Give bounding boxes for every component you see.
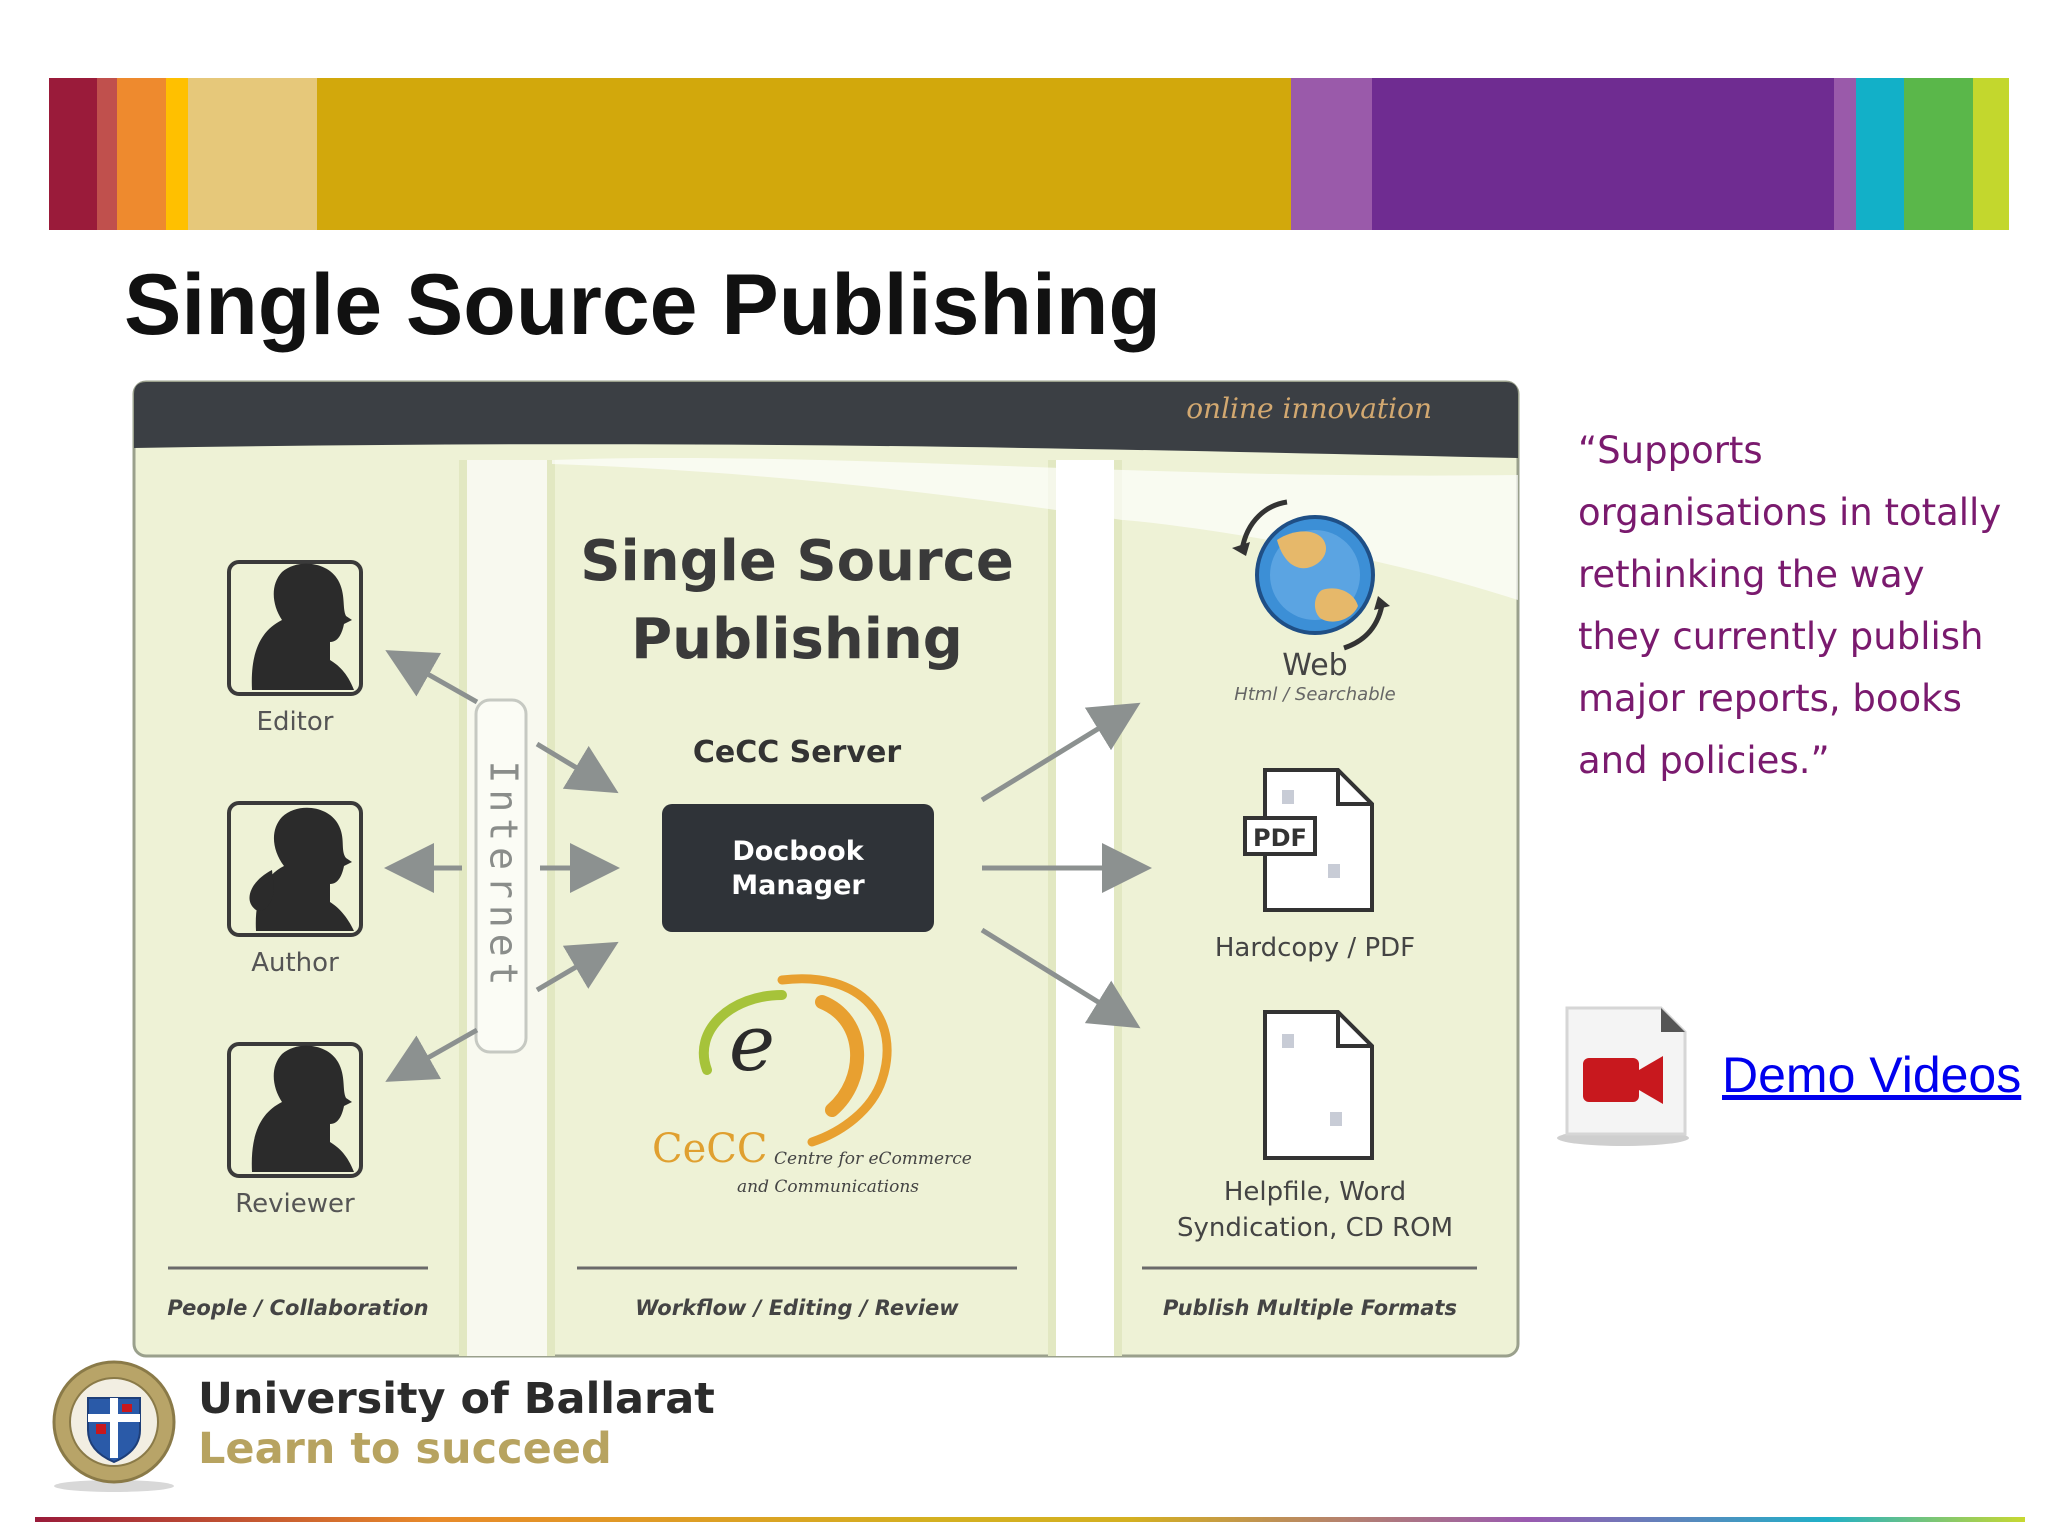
stripe-segment <box>188 78 318 230</box>
column-label-right: Publish Multiple Formats <box>1163 1296 1457 1320</box>
university-name: University of Ballarat <box>198 1374 715 1424</box>
cecc-subtitle-line2: and Communications <box>737 1177 919 1197</box>
diagram-banner <box>134 382 1518 458</box>
person-label-author: Author <box>251 948 339 978</box>
output-web-label: Web <box>1282 648 1347 683</box>
stripe-segment <box>1903 78 1974 230</box>
demo-videos-row[interactable]: Demo Videos <box>1553 1000 2033 1150</box>
pdf-badge-text: PDF <box>1253 824 1307 852</box>
color-stripe-banner <box>49 78 2010 230</box>
editor-silhouette-icon <box>227 560 363 696</box>
separator <box>1114 460 1122 1356</box>
column-label-left: People / Collaboration <box>167 1296 428 1320</box>
arrow-to-editor <box>385 650 479 705</box>
stripe-segment <box>1834 78 1857 230</box>
pdf-document-icon <box>1263 768 1374 912</box>
diagram-canvas: online innovation Single Source Publishi… <box>132 380 1520 1358</box>
server-label: CeCC Server <box>693 735 901 770</box>
stripe-segment <box>1290 78 1373 230</box>
single-source-diagram: online innovation Single Source Publishi… <box>132 380 1520 1360</box>
arrow-from-reviewer <box>535 941 619 993</box>
helpfile-document-icon <box>1263 1010 1374 1160</box>
quote-text: “Supports organisations in totally rethi… <box>1578 429 2002 782</box>
author-silhouette-icon <box>227 801 363 937</box>
cecc-logo-letter: e <box>729 999 775 1089</box>
arrow-to-web <box>980 702 1141 803</box>
column-label-middle: Workflow / Editing / Review <box>635 1296 959 1320</box>
stripe-segment <box>166 78 189 230</box>
demo-videos-link[interactable]: Demo Videos <box>1722 1047 2022 1103</box>
university-tagline: Learn to succeed <box>198 1424 612 1474</box>
output-help-line1: Helpfile, Word <box>1224 1177 1406 1207</box>
output-pdf-label: Hardcopy / PDF <box>1215 933 1415 963</box>
manager-line2: Manager <box>731 870 865 901</box>
separator <box>459 460 467 1356</box>
person-label-editor: Editor <box>257 707 334 737</box>
slide-title: Single Source Publishing <box>124 257 1161 353</box>
pdf-badge: PDF <box>1243 816 1317 856</box>
footer-color-line <box>35 1517 2025 1522</box>
cecc-logo: e <box>698 974 892 1147</box>
stripe-segment <box>96 78 117 230</box>
stripe-segment <box>1856 78 1904 230</box>
separator <box>547 460 555 1356</box>
output-help-line2: Syndication, CD ROM <box>1177 1213 1453 1243</box>
video-file-icon[interactable] <box>1553 1000 1693 1150</box>
stripe-segment <box>49 78 97 230</box>
manager-line1: Docbook <box>732 836 864 867</box>
diagram-heading-line2: Publishing <box>631 607 963 672</box>
diagram-heading-line1: Single Source <box>580 529 1014 594</box>
cecc-logo-name: CeCC <box>652 1126 768 1172</box>
banner-text: online innovation <box>1186 392 1432 425</box>
university-seal-logo <box>52 1360 176 1492</box>
stripe-segment <box>116 78 167 230</box>
stripe-segment <box>317 78 1291 230</box>
person-label-reviewer: Reviewer <box>235 1189 355 1219</box>
swoosh <box>552 457 1518 600</box>
arrow-from-editor <box>535 741 619 794</box>
output-web-sub: Html / Searchable <box>1234 684 1395 705</box>
docbook-manager-box <box>662 804 934 932</box>
internet-pill <box>474 698 528 1054</box>
arrow-to-helpfile <box>980 927 1141 1029</box>
stripe-segment <box>1372 78 1835 230</box>
internet-label: Internet <box>482 760 526 991</box>
globe-icon <box>1232 499 1390 651</box>
separator <box>1048 460 1056 1356</box>
arrow-to-reviewer <box>385 1027 479 1082</box>
reviewer-silhouette-icon <box>227 1042 363 1178</box>
cecc-subtitle-line1: Centre for eCommerce <box>774 1149 972 1169</box>
output-band <box>1056 460 1114 1356</box>
stripe-segment <box>1973 78 2010 230</box>
